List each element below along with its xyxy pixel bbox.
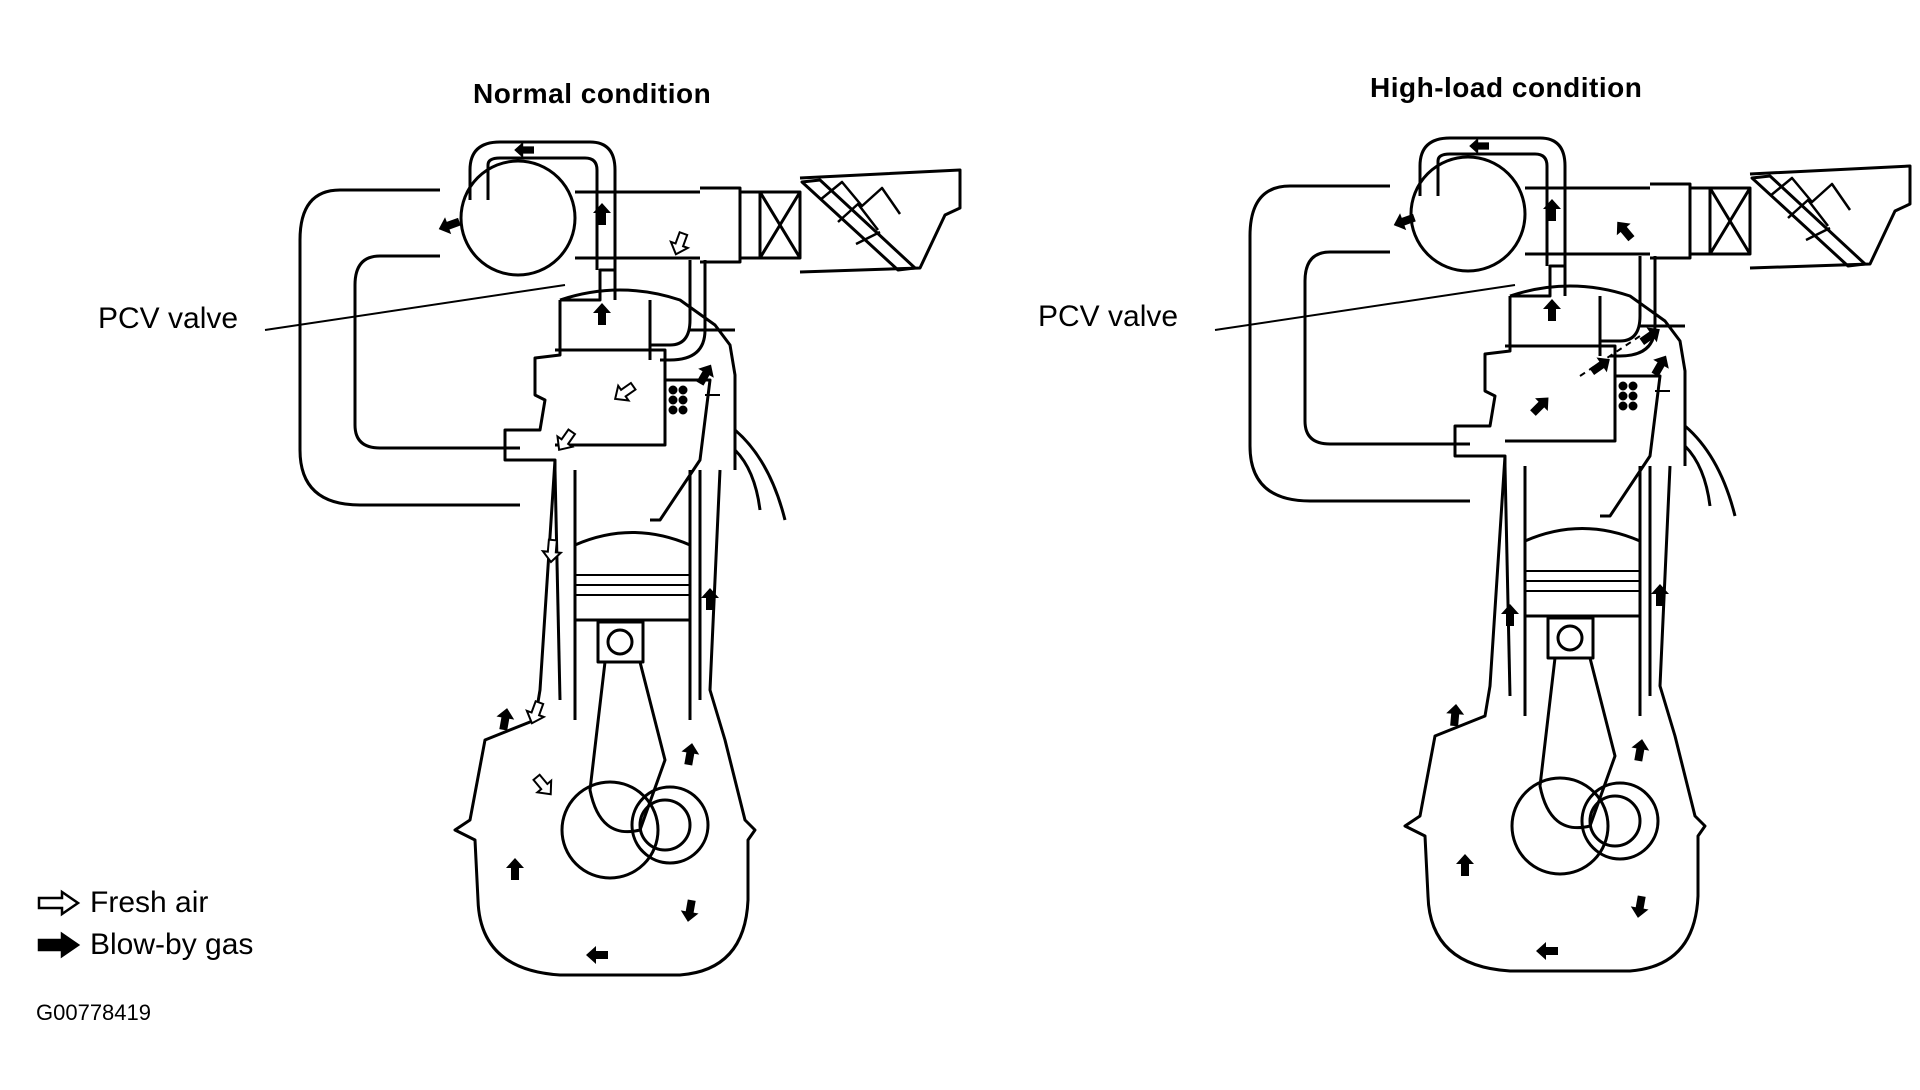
panel-title-high-load: High-load condition — [1370, 72, 1643, 103]
high-load-condition-engine — [1214, 136, 1912, 973]
legend-item-blow-by-gas: Blow-by gas — [36, 924, 253, 966]
solid-arrow-icon — [37, 931, 81, 959]
fresh-air-arrows — [522, 229, 693, 801]
pcv-valve-label-normal: PCV valve — [98, 302, 239, 335]
legend-label-blow-by-gas: Blow-by gas — [90, 928, 254, 961]
legend-label-fresh-air: Fresh air — [90, 886, 209, 919]
blow-by-arrows — [1390, 137, 1674, 960]
figure-id: G00778419 — [36, 1000, 151, 1025]
legend: Fresh air Blow-by gas — [36, 882, 253, 966]
normal-condition-engine — [264, 140, 962, 977]
panel-title-normal: Normal condition — [473, 78, 712, 109]
legend-item-fresh-air: Fresh air — [36, 882, 253, 924]
hollow-arrow-icon — [37, 889, 81, 917]
blow-by-arrows — [435, 141, 719, 964]
pcv-valve-label-high-load: PCV valve — [1038, 300, 1179, 333]
